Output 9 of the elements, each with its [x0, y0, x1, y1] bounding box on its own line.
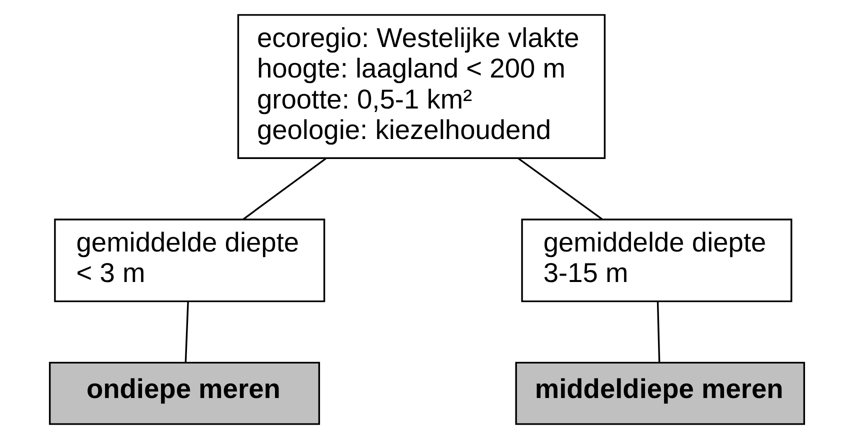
- connector: [518, 158, 602, 220]
- node-box: middeldiepe meren: [514, 362, 805, 425]
- connector: [656, 302, 660, 363]
- node-box: gemiddelde diepte 3-15 m: [520, 218, 792, 302]
- node-box: ondiepe meren: [48, 362, 320, 425]
- connector: [242, 158, 326, 220]
- node-box: gemiddelde diepte < 3 m: [54, 218, 325, 302]
- connector: [184, 302, 188, 363]
- node-box: ecoregio: Westelijke vlakte hoogte: laagland < 200 m grootte: 0,5-1 km² geologie: kiezelhoudend: [236, 14, 606, 159]
